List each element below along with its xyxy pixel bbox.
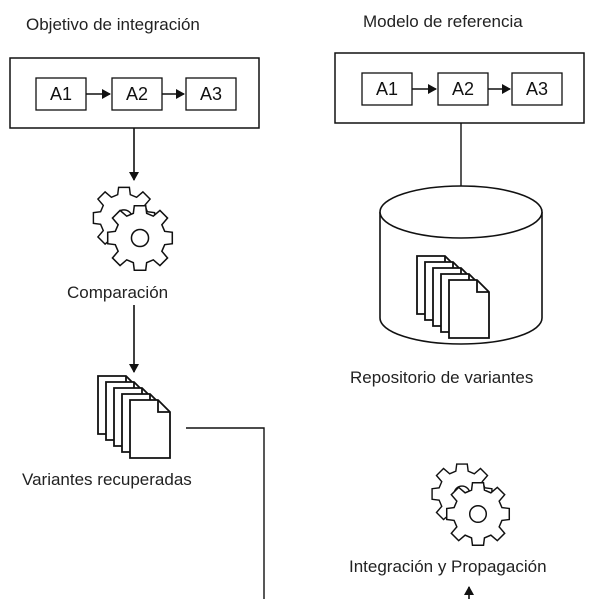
right-node-a3-label: A3	[525, 79, 549, 99]
right-node-a1-label: A1	[375, 79, 399, 99]
left-node-a2-label: A2	[125, 84, 149, 104]
left-node-a1	[35, 77, 87, 111]
right-node-a2-label: A2	[451, 79, 475, 99]
comparison-label: Comparación	[67, 283, 169, 302]
left-title: Objetivo de integración	[26, 15, 200, 34]
integration-label: Integración y Propagación	[349, 557, 547, 576]
connector-variants-to-integration	[186, 427, 265, 599]
right-node-a2	[437, 72, 489, 106]
right-title: Modelo de referencia	[363, 12, 523, 31]
left-node-a1-label: A1	[49, 84, 73, 104]
left-node-a3-label: A3	[199, 84, 223, 104]
right-node-a3	[511, 72, 563, 106]
retrieved-variants-label: Variantes recuperadas	[22, 470, 192, 489]
comparison-gear-icon	[92, 186, 174, 272]
left-node-a3	[185, 77, 237, 111]
retrieved-variants-document-stack-icon	[97, 375, 171, 459]
repository-label: Repositorio de variantes	[350, 368, 534, 387]
integration-gear-icon	[431, 463, 511, 547]
left-node-a2	[111, 77, 163, 111]
